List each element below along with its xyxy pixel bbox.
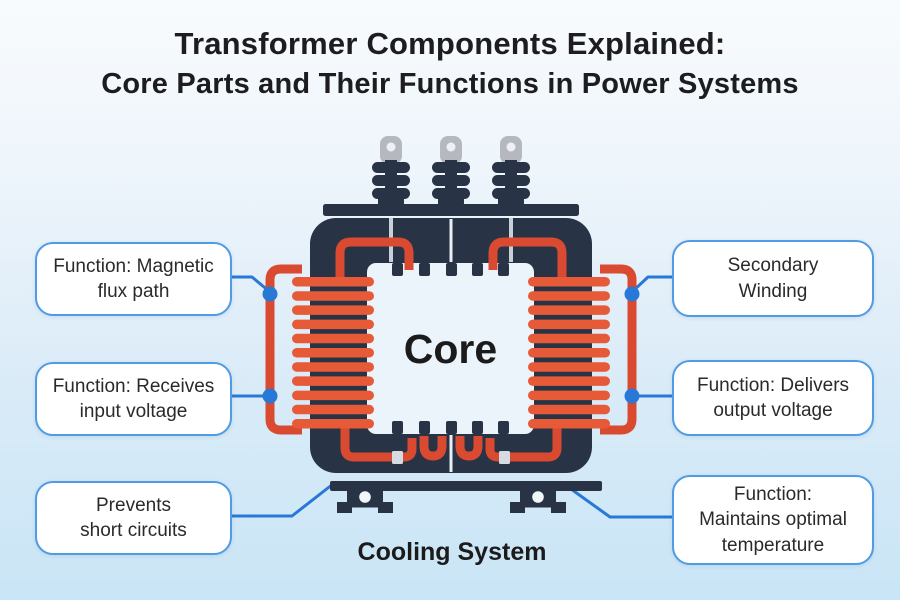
bottom-right-wire (485, 424, 562, 462)
cooling-system-label: Cooling System (357, 538, 547, 566)
title-line-2: Core Parts and Their Functions in Power … (101, 68, 799, 100)
callout-maintains-optimal-temperature: Function: Maintains optimal temperature (672, 475, 874, 565)
left-foot (337, 491, 393, 513)
base-and-feet (330, 481, 602, 513)
connector-temperature (562, 482, 674, 519)
bottom-loop-right (455, 436, 483, 461)
bushing-icon (372, 136, 410, 205)
primary-lead-loop (265, 264, 302, 435)
connector-dot (262, 388, 278, 404)
secondary-lead-loop (600, 264, 637, 435)
top-left-wire (335, 237, 414, 278)
core-label: Core (403, 326, 498, 372)
wire-clamps (392, 451, 510, 464)
title-line-1: Transformer Components Explained: (174, 26, 726, 61)
bushing-icon (492, 136, 530, 205)
connector-magnetic-flux (226, 275, 272, 294)
bottom-left-wire (340, 424, 417, 462)
callout-magnetic-flux-path: Function: Magnetic flux path (35, 242, 232, 316)
bottom-loop-left (419, 436, 447, 461)
core-laminations-bottom (392, 421, 509, 434)
connector-secondary-winding (630, 275, 674, 294)
connector-lines (226, 275, 674, 519)
bushing-icon (432, 136, 470, 205)
core-laminations-top (392, 263, 509, 276)
right-foot (510, 491, 566, 513)
secondary-winding-coil (528, 277, 610, 429)
core-window (367, 263, 534, 434)
callout-secondary-winding: Secondary Winding (672, 240, 874, 317)
connector-short-circuits (226, 482, 335, 518)
top-plate (323, 204, 579, 216)
top-right-wire (488, 237, 567, 278)
connector-dot (624, 286, 640, 302)
page-title: Transformer Components Explained: Core P… (0, 26, 900, 101)
callout-prevents-short-circuits: Prevents short circuits (35, 481, 232, 555)
callout-delivers-output-voltage: Function: Delivers output voltage (672, 360, 874, 436)
bushings (323, 136, 579, 216)
callout-receives-input-voltage: Function: Receives input voltage (35, 362, 232, 436)
primary-winding-coil (292, 277, 374, 429)
connector-dots (262, 286, 640, 404)
winding-wires (265, 237, 637, 462)
connector-dot (624, 388, 640, 404)
connector-dot (262, 286, 278, 302)
